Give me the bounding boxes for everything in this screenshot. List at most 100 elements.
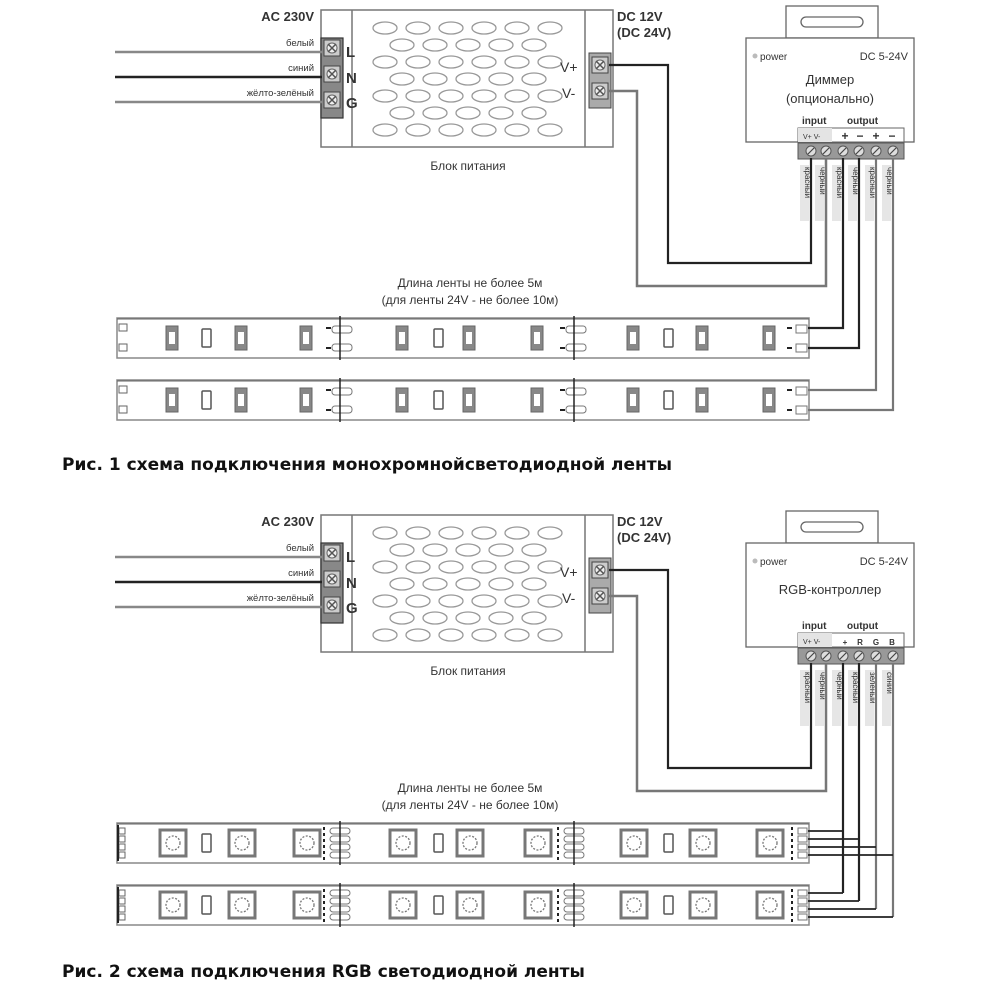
vent-hole <box>422 38 448 52</box>
output-pin-label: B <box>889 638 895 647</box>
input-wire-label: белый <box>286 543 314 554</box>
output-terminal-label: V- <box>562 590 576 606</box>
screw-slot <box>822 652 830 660</box>
vent-hole <box>389 38 415 52</box>
led-lens <box>530 897 546 913</box>
solder-pad <box>795 343 808 353</box>
output-wire <box>808 158 895 412</box>
led-strip <box>116 883 810 927</box>
vent-hole <box>405 560 431 574</box>
strip-length-note: Длина ленты не более 5м <box>398 276 543 290</box>
input-wire-label: жёлто-зелёный <box>247 593 314 604</box>
rgb-led-5050 <box>388 890 418 920</box>
vent-hole <box>521 72 547 86</box>
led-window <box>466 332 472 344</box>
screw-slot <box>839 147 847 155</box>
vent-hole <box>537 594 563 608</box>
wire-tag <box>800 670 809 726</box>
led-lens <box>395 835 411 851</box>
screw-slot <box>595 60 605 70</box>
screw-slot <box>327 548 337 558</box>
screw-slot <box>839 652 847 660</box>
wire-color-label: красный <box>868 167 877 198</box>
vent-hole <box>537 21 563 35</box>
vent-hole <box>422 106 448 120</box>
vent-hole <box>455 611 481 625</box>
controller-title: Диммер <box>806 72 854 87</box>
controller-mount-bracket <box>785 510 879 544</box>
screw-terminal <box>323 65 341 83</box>
rgb-led-5050 <box>688 828 718 858</box>
led-window <box>766 394 772 406</box>
cut-pad <box>331 343 353 352</box>
power-label: power <box>760 557 788 568</box>
led-lens <box>762 897 778 913</box>
vent-hole <box>488 38 514 52</box>
output-terminal-label: V+ <box>560 59 578 75</box>
vent-hole <box>438 55 464 69</box>
solder-pad <box>118 851 126 859</box>
input-pin-labels: V+ V- <box>803 134 821 141</box>
led-window <box>699 394 705 406</box>
vent-hole <box>455 577 481 591</box>
vent-hole <box>389 106 415 120</box>
vent-hole <box>405 89 431 103</box>
solder-pad <box>118 897 126 905</box>
vent-hole <box>372 526 398 540</box>
figure-caption: Рис. 1 схема подключения монохромнойсвет… <box>62 455 672 475</box>
dc-voltage-label-alt: (DC 24V) <box>617 25 671 40</box>
rgb-led-5050 <box>227 828 257 858</box>
vent-hole <box>488 611 514 625</box>
power-led-icon <box>752 558 758 564</box>
led-lens <box>462 835 478 851</box>
vent-hole <box>471 628 497 642</box>
vent-hole <box>372 123 398 137</box>
screw-slot <box>327 69 337 79</box>
rgb-led-5050 <box>755 828 785 858</box>
solder-pad <box>797 913 808 921</box>
solder-pad <box>118 843 126 851</box>
vent-hole <box>521 106 547 120</box>
wire-tag <box>882 165 891 221</box>
led-strip <box>116 378 810 422</box>
screw-slot <box>327 574 337 584</box>
screw-slot <box>595 591 605 601</box>
dc-positive-wire <box>609 63 813 265</box>
vent-hole <box>372 55 398 69</box>
screw-slot <box>595 565 605 575</box>
led-lens <box>462 897 478 913</box>
wire-color-label: черный <box>835 672 844 700</box>
vent-hole <box>488 106 514 120</box>
led-lens <box>695 835 711 851</box>
led-strip <box>116 821 810 865</box>
screw-terminal <box>323 91 341 109</box>
output-wire <box>808 158 845 330</box>
dc-positive-wire <box>609 568 813 770</box>
vent-hole <box>372 594 398 608</box>
ac-voltage-label: AC 230V <box>261 514 314 529</box>
vent-hole <box>438 594 464 608</box>
dc-voltage-label: DC 12V <box>617 9 663 24</box>
vent-hole <box>422 611 448 625</box>
solder-pad <box>797 835 808 843</box>
output-wire <box>808 158 861 350</box>
output-terminal-label: V- <box>562 85 576 101</box>
strip-length-note-24v: (для ленты 24V - не более 10м) <box>382 293 559 307</box>
rgb-led-5050 <box>158 828 188 858</box>
psu-label: Блок питания <box>430 664 505 678</box>
terminal-label: N <box>346 70 357 87</box>
wire-color-label: черный <box>818 167 827 195</box>
led-lens <box>530 835 546 851</box>
screw-terminal <box>591 587 609 605</box>
vent-hole <box>521 577 547 591</box>
vent-hole <box>504 123 530 137</box>
solder-pad <box>118 827 126 835</box>
dc-voltage-label: DC 12V <box>617 514 663 529</box>
rgb-led-5050 <box>688 890 718 920</box>
cut-pad <box>565 387 587 396</box>
solder-pad <box>118 323 128 332</box>
mount-slot <box>800 521 864 533</box>
cut-pad <box>331 387 353 396</box>
